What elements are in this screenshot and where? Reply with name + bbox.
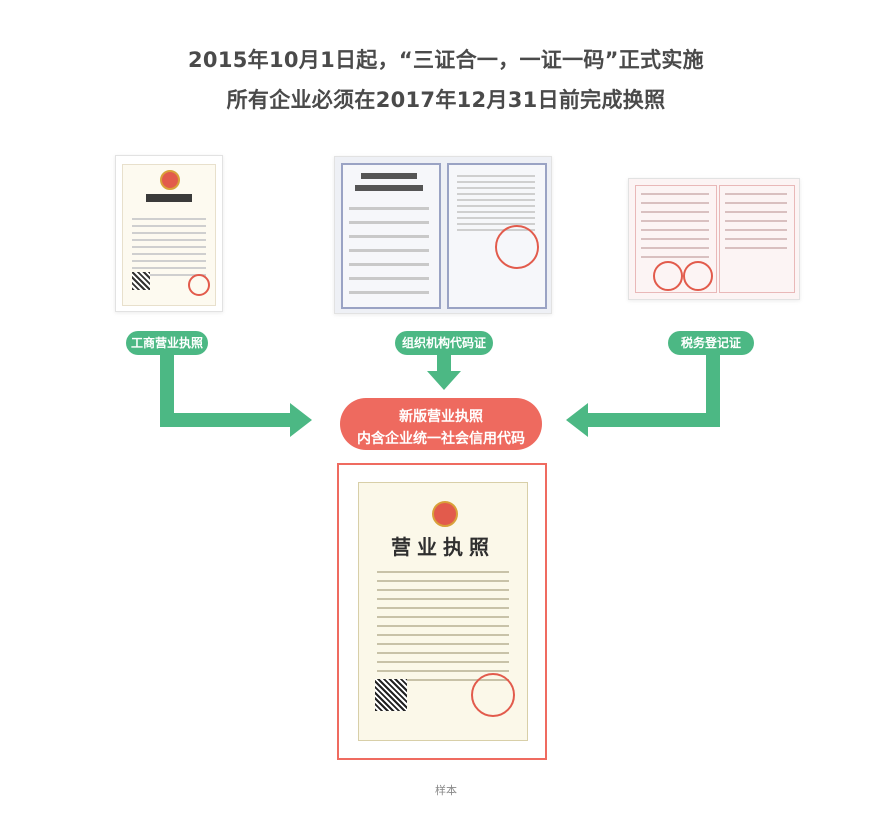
qr-code-icon [375,679,407,711]
headline-line-1: 2015年10月1日起，“三证合一，一证一码”正式实施 [188,48,704,72]
new-license-sample-frame: 营业执照 [337,463,547,760]
organization-code-certificate-image [334,156,552,314]
arrow-icon [427,371,461,390]
arrow-icon [586,413,720,427]
red-seal-icon [471,673,515,717]
red-seal-icon [495,225,539,269]
tax-registration-certificate-image [628,178,800,300]
tax-registration-label: 税务登记证 [668,331,754,355]
arrow-icon [160,355,174,427]
new-license-line-2: 内含企业统一社会信用代码 [357,431,525,447]
headline-line-2: 所有企业必须在2017年12月31日前完成换照 [226,88,666,112]
arrow-icon [706,355,720,427]
arrow-icon [160,413,292,427]
red-seal-icon [653,261,683,291]
national-emblem-icon [160,170,180,190]
business-license-image [115,155,223,312]
new-license-sample-image: 营业执照 [358,482,528,741]
sample-title: 营业执照 [391,535,495,559]
new-license-line-1: 新版营业执照 [399,409,483,425]
new-license-banner: 新版营业执照 内含企业统一社会信用代码 [340,398,542,450]
sample-caption: 样本 [435,784,457,797]
red-seal-icon [188,274,210,296]
arrow-icon [437,355,451,373]
flow-arrows [160,355,720,437]
business-license-label: 工商营业执照 [126,331,208,355]
qr-code-icon [132,272,150,290]
national-emblem-icon [432,501,458,527]
red-seal-icon [683,261,713,291]
organization-code-label: 组织机构代码证 [395,331,493,355]
arrow-icon [566,403,588,437]
arrow-icon [290,403,312,437]
